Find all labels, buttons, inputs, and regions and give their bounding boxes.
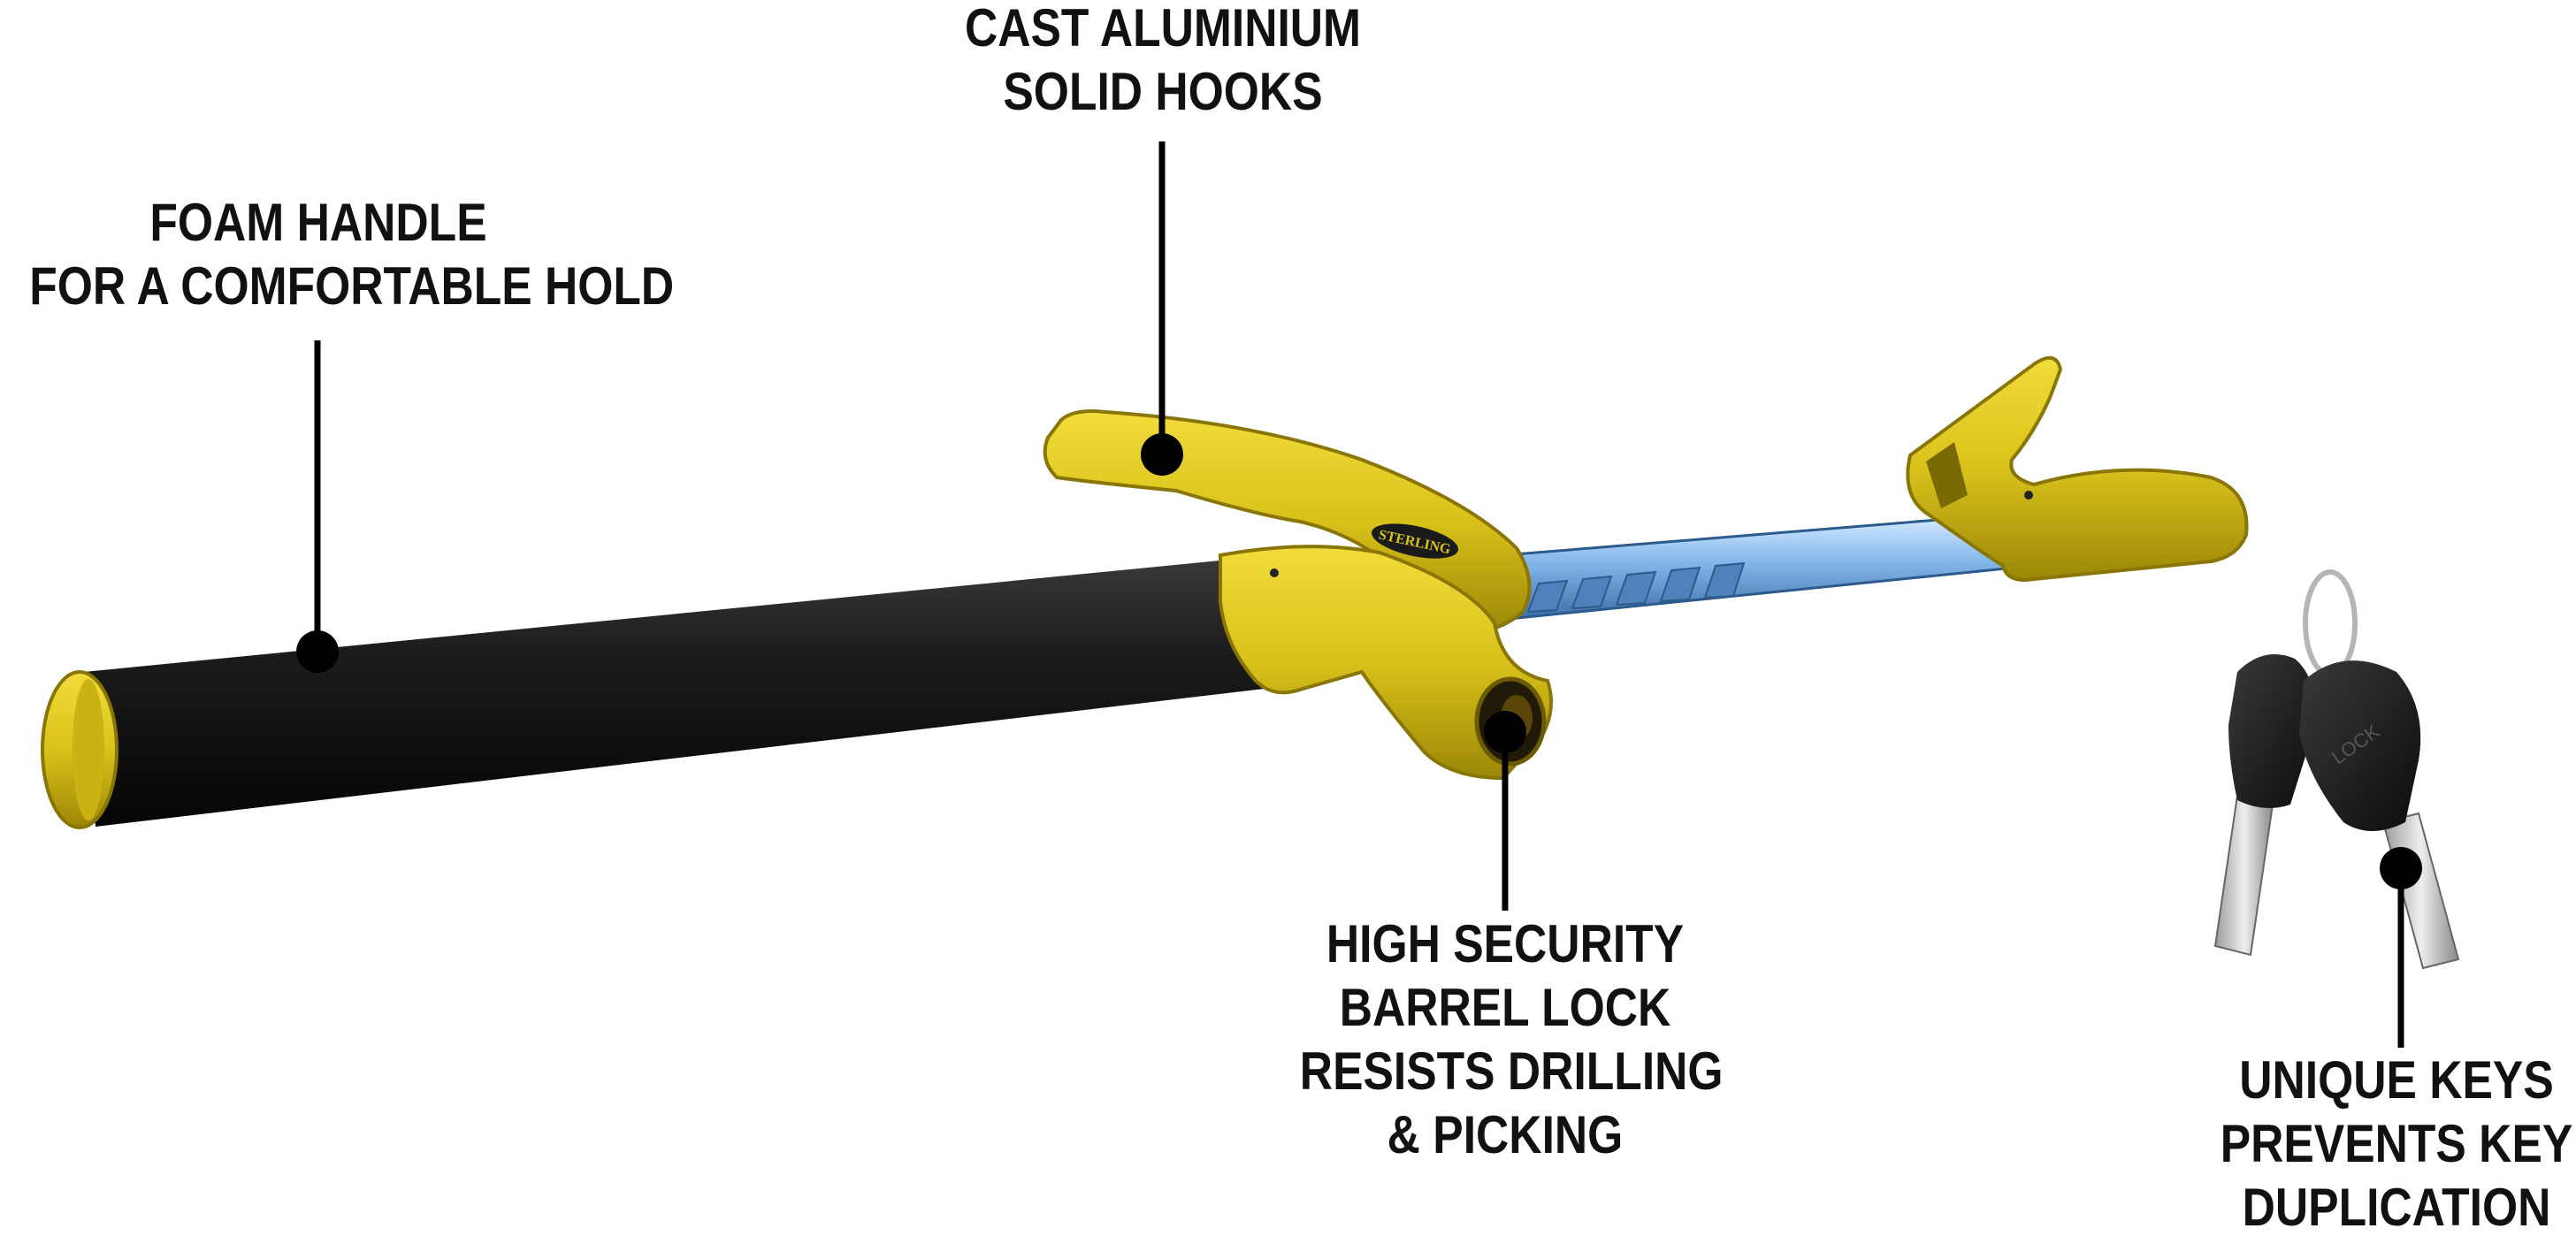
right-hook [1906,355,2249,582]
callout-hooks-line2: SOLID HOOKS [1003,62,1323,121]
callout-keys-line3: DUPLICATION [2242,1178,2551,1236]
callout-lock-line1: HIGH SECURITY [1326,914,1685,973]
callout-lock-line4: & PICKING [1387,1105,1624,1164]
foam-handle [41,557,1287,829]
callout-handle: FOAM HANDLE FOR A COMFORTABLE HOLD [29,191,675,318]
callout-keys: UNIQUE KEYS PREVENTS KEY DUPLICATION [2214,1049,2576,1236]
key-back [2213,654,2315,957]
callout-hooks-line1: CAST ALUMINIUM [964,0,1362,57]
keys: LOCK [2213,569,2460,970]
hooks-leader-dot [1141,433,1183,476]
callout-leaders [296,141,2422,1048]
lock-leader-dot [1484,711,1526,753]
callout-hooks: CAST ALUMINIUM SOLID HOOKS [954,0,1372,124]
callout-keys-line1: UNIQUE KEYS [2239,1050,2554,1110]
key-front: LOCK [2299,660,2460,970]
key-ring [2303,569,2358,677]
callout-lock: HIGH SECURITY BARREL LOCK RESISTS DRILLI… [1299,912,1724,1167]
callout-handle-line1: FOAM HANDLE [149,193,487,252]
keys-leader-dot [2380,847,2422,889]
metal-shaft [1502,511,2034,621]
callout-lock-line3: RESISTS DRILLING [1299,1041,1724,1101]
handle-leader-dot [296,630,339,673]
callout-lock-line2: BARREL LOCK [1339,978,1671,1037]
callout-keys-line2: PREVENTS KEY [2220,1114,2573,1173]
callout-handle-line2: FOR A COMFORTABLE HOLD [29,256,675,316]
